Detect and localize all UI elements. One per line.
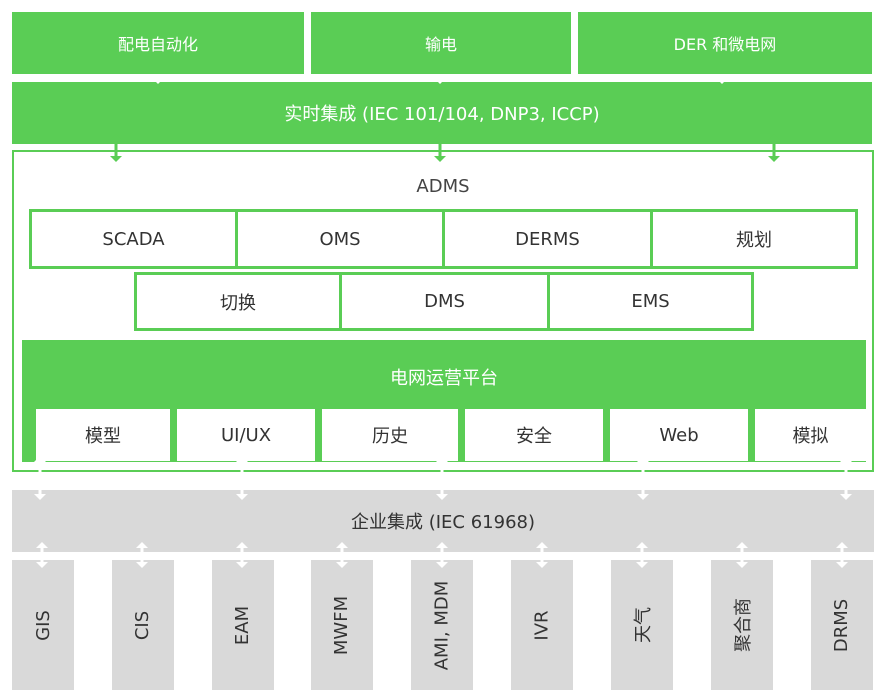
platform-tab-label: 安全: [516, 426, 552, 447]
adms-module-planning: 规划: [650, 209, 858, 269]
system-eam: EAM: [212, 560, 274, 690]
connector-arrow-icon: [836, 542, 848, 568]
adms-module-label: OMS: [319, 228, 361, 250]
connector-arrow-icon: [716, 77, 728, 84]
adms-module-label: 规划: [736, 230, 772, 251]
system-ivr: IVR: [511, 560, 573, 690]
platform-tab-label: 模拟: [792, 426, 829, 447]
enterprise-integration-label: 企业集成 (IEC 61968): [351, 512, 535, 533]
enterprise-integration-bar: 企业集成 (IEC 61968): [12, 490, 874, 552]
system-aggregator: 聚合商: [711, 560, 773, 690]
platform-tab-simulation: 模拟: [755, 409, 866, 461]
platform-tab-label: Web: [659, 424, 699, 446]
connector-arrow-icon: [434, 77, 446, 84]
connector-arrow-icon: [236, 456, 248, 500]
adms-module-scada: SCADA: [29, 209, 238, 269]
adms-module-label: SCADA: [102, 228, 165, 250]
system-mwfm: MWFM: [311, 560, 373, 690]
platform-tab-history: 历史: [322, 409, 458, 461]
system-label: 聚合商: [733, 598, 754, 652]
adms-module-label: DMS: [424, 291, 465, 312]
system-label: AMI, MDM: [431, 580, 453, 670]
system-ami-mdm: AMI, MDM: [411, 560, 473, 690]
system-label: IVR: [531, 609, 553, 641]
system-label: MWFM: [331, 595, 353, 655]
system-weather: 天气: [611, 560, 673, 690]
adms-module-dms: DMS: [339, 272, 550, 331]
adms-module-oms: OMS: [235, 209, 445, 269]
connector-arrow-icon: [536, 542, 548, 568]
system-cis: CIS: [112, 560, 174, 690]
platform-tab-label: UI/UX: [220, 424, 272, 446]
connector-arrow-icon: [436, 542, 448, 568]
connector-arrow-icon: [436, 456, 448, 500]
system-label: EAM: [232, 605, 254, 645]
connector-arrow-icon: [768, 134, 780, 162]
platform-tab-uiux: UI/UX: [177, 409, 315, 461]
adms-module-label: 切换: [220, 292, 256, 314]
top-box-distribution-automation: 配电自动化: [12, 12, 304, 74]
connector-arrow-icon: [637, 456, 649, 500]
connector-arrow-icon: [636, 542, 648, 568]
connector-arrow-icon: [336, 542, 348, 568]
platform-tab-label: 模型: [85, 426, 121, 447]
connector-arrow-icon: [434, 134, 446, 162]
top-box-label: 配电自动化: [117, 35, 198, 54]
adms-module-ems: EMS: [547, 272, 754, 331]
top-box-label: DER 和微电网: [673, 35, 777, 54]
system-label: DRMS: [831, 598, 853, 652]
adms-module-derms: DERMS: [442, 209, 653, 269]
adms-module-label: EMS: [631, 291, 670, 312]
platform-tab-web: Web: [610, 409, 748, 461]
top-box-label: 输电: [424, 35, 457, 54]
realtime-integration-bar: 实时集成 (IEC 101/104, DNP3, ICCP): [12, 82, 872, 144]
system-label: CIS: [132, 610, 154, 640]
platform-tab-security: 安全: [465, 409, 603, 461]
top-box-der-microgrid: DER 和微电网: [578, 12, 872, 74]
platform-tab-model: 模型: [36, 409, 170, 461]
platform-title: 电网运营平台: [390, 368, 498, 389]
top-box-transmission: 输电: [311, 12, 571, 74]
platform-tab-label: 历史: [372, 426, 408, 447]
connector-arrow-icon: [110, 134, 122, 162]
connector-arrow-icon: [236, 542, 248, 568]
connector-arrow-icon: [136, 542, 148, 568]
connector-arrow-icon: [840, 456, 852, 500]
system-label: 天气: [633, 607, 654, 643]
adms-module-label: DERMS: [515, 228, 580, 250]
connector-arrow-icon: [36, 542, 48, 568]
adms-title: ADMS: [416, 175, 470, 197]
system-label: GIS: [32, 609, 54, 641]
connector-arrow-icon: [34, 456, 46, 500]
connector-arrow-icon: [736, 542, 748, 568]
system-drms: DRMS: [811, 560, 873, 690]
adms-module-switching: 切换: [134, 272, 342, 331]
system-gis: GIS: [12, 560, 74, 690]
connector-arrow-icon: [152, 77, 164, 84]
realtime-integration-label: 实时集成 (IEC 101/104, DNP3, ICCP): [284, 104, 600, 125]
